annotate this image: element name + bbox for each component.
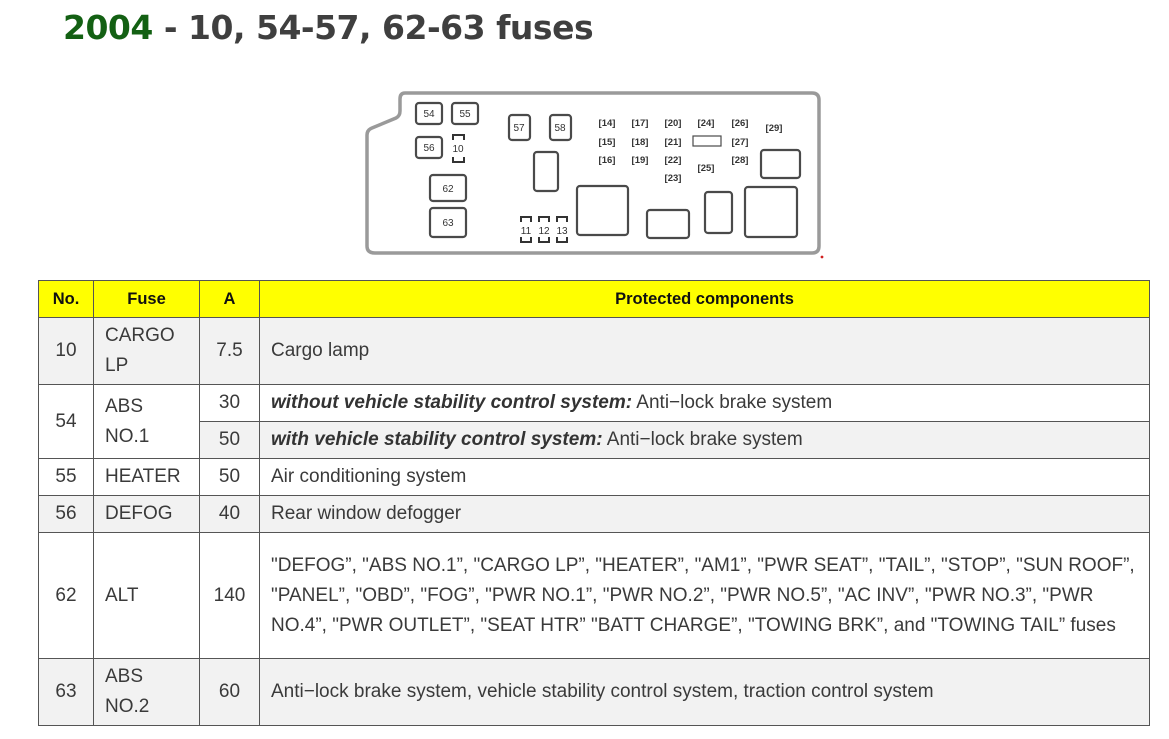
fuse-56-label: 56	[423, 143, 435, 154]
header-no: No.	[38, 280, 94, 318]
page-title: 2004 - 10, 54-57, 62-63 fuses	[63, 8, 594, 47]
fuse-62	[428, 173, 468, 203]
title-fuse-list: - 10, 54-57, 62-63 fuses	[152, 8, 594, 47]
fuse-28-label: [28]	[732, 155, 749, 166]
fuse-name: ABS NO.2	[93, 658, 200, 726]
components-text: Anti−lock brake system	[602, 429, 803, 450]
fuse-10-bracket	[452, 134, 465, 163]
fuse-amperage: 30	[199, 384, 260, 422]
table-row: 50 with vehicle stability control system…	[39, 421, 1150, 459]
relay-slot-center	[532, 150, 560, 193]
fuse-name: HEATER	[93, 458, 200, 496]
fuse-number: 54	[38, 384, 94, 459]
fuse-12-bracket	[538, 216, 550, 243]
table-row: 10 CARGO LP 7.5 Cargo lamp	[38, 317, 1150, 385]
fuse-13-label: 13	[556, 226, 568, 237]
fuse-box-diagram: 54 55 56 57 58 62 63 10 11 12 13 [14] [1…	[365, 91, 824, 259]
header-amp: A	[199, 280, 260, 318]
fuse-number: 62	[38, 532, 94, 659]
fuse-18-label: [18]	[632, 137, 649, 148]
fuse-amperage: 40	[199, 495, 260, 533]
fuse-number: 63	[38, 658, 94, 726]
header-components: Protected components	[259, 280, 1150, 318]
fuse-58-label: 58	[554, 123, 566, 134]
protected-components: with vehicle stability control system: A…	[259, 421, 1150, 459]
fuse-21-label: [21]	[665, 137, 682, 148]
fuse-63-label: 63	[442, 218, 454, 229]
protected-components: Cargo lamp	[259, 317, 1150, 385]
fuse-17-label: [17]	[632, 118, 649, 129]
fuse-24-label: [24]	[698, 118, 715, 129]
fuse-amperage: 60	[199, 658, 260, 726]
table-row: 55 HEATER 50 Air conditioning system	[38, 458, 1150, 496]
table-header-row: No. Fuse A Protected components	[38, 280, 1150, 318]
fuse-number: 10	[38, 317, 94, 385]
fuse-11-label: 11	[521, 226, 532, 237]
spare-slot	[692, 135, 722, 147]
fuse-54-label: 54	[423, 109, 435, 120]
fuse-23-label: [23]	[665, 173, 682, 184]
fuse-57	[507, 113, 532, 142]
table-row: 56 DEFOG 40 Rear window defogger	[38, 495, 1150, 533]
protected-components: Rear window defogger	[259, 495, 1150, 533]
fuse-number: 56	[38, 495, 94, 533]
fuse-26-label: [26]	[732, 118, 749, 129]
header-fuse: Fuse	[93, 280, 200, 318]
table-row: 63 ABS NO.2 60 Anti−lock brake system, v…	[38, 658, 1150, 726]
fuse-19-label: [19]	[632, 155, 649, 166]
fuse-10-label: 10	[452, 144, 464, 155]
title-year: 2004	[63, 8, 153, 47]
fuse-15-label: [15]	[599, 137, 616, 148]
relay-slot-top-right	[759, 148, 802, 180]
fuse-table: No. Fuse A Protected components 10 CARGO…	[38, 280, 1150, 726]
fuse-number: 55	[38, 458, 94, 496]
fuse-amperage: 140	[199, 532, 260, 659]
relay-slot-small-wide	[645, 208, 691, 240]
components-text: Anti−lock brake system	[632, 392, 833, 413]
fuse-14-label: [14]	[599, 118, 616, 129]
fuse-55-label: 55	[459, 109, 471, 120]
fuse-63	[428, 206, 468, 239]
table-row: 62 ALT 140 "DEFOG”, "ABS NO.1”, "CARGO L…	[38, 532, 1150, 659]
fuse-22-label: [22]	[665, 155, 682, 166]
condition-label: with vehicle stability control system:	[271, 429, 603, 450]
relay-slot-tall	[703, 190, 734, 235]
fuse-amperage: 7.5	[199, 317, 260, 385]
fuse-amperage: 50	[199, 458, 260, 496]
fuse-62-label: 62	[442, 184, 454, 195]
fuse-54	[414, 101, 444, 126]
condition-label: without vehicle stability control system…	[271, 392, 633, 413]
fuse-29-label: [29]	[766, 123, 783, 134]
fuse-name: ALT	[93, 532, 200, 659]
fuse-name: DEFOG	[93, 495, 200, 533]
protected-components: "DEFOG”, "ABS NO.1”, "CARGO LP”, "HEATER…	[259, 532, 1150, 659]
fuse-16-label: [16]	[599, 155, 616, 166]
fuse-amperage: 50	[199, 421, 260, 459]
protected-components: Air conditioning system	[259, 458, 1150, 496]
fuse-20-label: [20]	[665, 118, 682, 129]
fuse-58	[548, 113, 573, 142]
fuse-55	[450, 101, 480, 126]
relay-slot-large-right	[743, 185, 799, 239]
fuse-25-label: [25]	[698, 163, 715, 174]
fuse-name: CARGO LP	[93, 317, 200, 385]
fuse-name: ABS NO.1	[93, 384, 200, 459]
protected-components: without vehicle stability control system…	[259, 384, 1150, 422]
table-row: 54 ABS NO.1 30 without vehicle stability…	[38, 384, 1150, 459]
relay-slot-large-left	[575, 184, 630, 237]
red-dot-mark	[820, 255, 824, 259]
fuse-12-label: 12	[538, 226, 550, 237]
fuse-27-label: [27]	[732, 137, 749, 148]
fuse-13-bracket	[556, 216, 568, 243]
protected-components: Anti−lock brake system, vehicle stabilit…	[259, 658, 1150, 726]
fuse-57-label: 57	[513, 123, 525, 134]
fuse-56	[414, 135, 444, 160]
fuse-11-bracket	[520, 216, 532, 243]
